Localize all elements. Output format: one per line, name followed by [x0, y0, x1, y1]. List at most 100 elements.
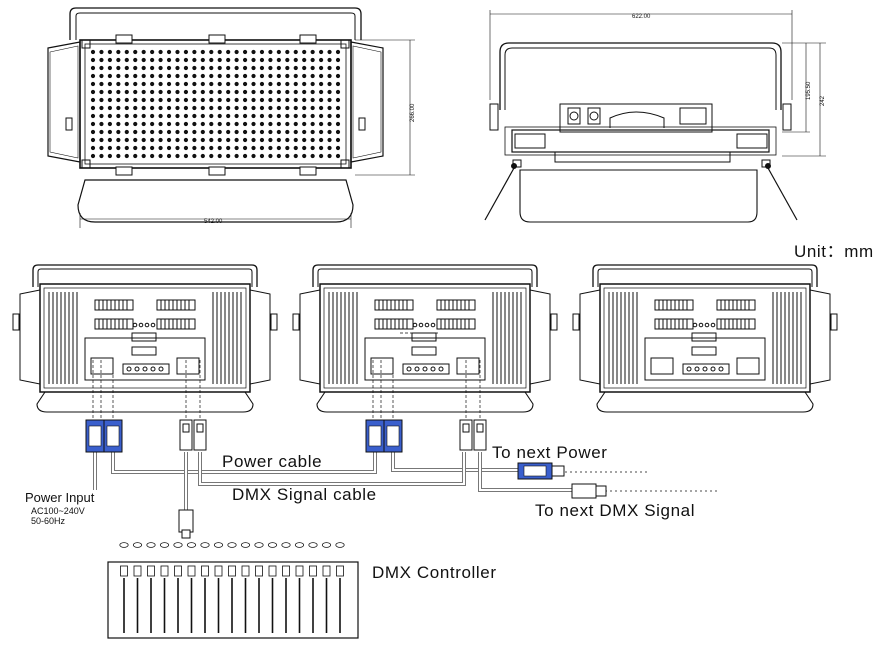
led-dot	[107, 129, 112, 135]
fader-cap	[214, 565, 223, 577]
led-dot	[293, 97, 298, 103]
led-dot	[150, 105, 155, 111]
led-dot	[183, 153, 189, 159]
led-dot	[175, 57, 180, 63]
led-dot	[251, 97, 256, 103]
led-dot	[200, 137, 205, 143]
led-dot	[90, 57, 96, 63]
led-dot	[234, 105, 239, 111]
led-dot	[251, 89, 256, 95]
controller-fader-bank	[120, 565, 344, 633]
led-dot	[259, 113, 265, 119]
led-dot	[319, 97, 324, 103]
led-dot	[209, 49, 214, 55]
voltage-label: AC100~240V	[31, 506, 85, 516]
led-dot	[302, 65, 307, 71]
led-dot	[285, 89, 290, 95]
led-dot	[234, 137, 239, 143]
led-dot	[107, 113, 112, 119]
led-dot	[310, 137, 315, 143]
led-dot	[319, 153, 324, 159]
led-dot	[242, 81, 248, 87]
led-dot	[217, 73, 222, 79]
led-dot	[302, 97, 307, 103]
led-dot	[276, 137, 281, 143]
led-dot	[234, 89, 239, 95]
led-dot	[133, 153, 138, 159]
led-dot	[158, 105, 163, 111]
led-dot	[99, 65, 104, 71]
led-dot	[259, 145, 265, 151]
led-dot	[251, 153, 256, 159]
controller-knob	[308, 542, 318, 548]
led-dot	[192, 65, 197, 71]
led-dot	[107, 73, 112, 79]
led-dot	[335, 145, 341, 151]
led-dot	[141, 97, 146, 103]
led-dot	[242, 57, 248, 63]
led-dot	[285, 81, 290, 87]
led-dot	[150, 49, 155, 55]
power-cable-label: Power cable	[222, 452, 322, 471]
fader-cap	[309, 565, 317, 577]
led-dot	[217, 57, 222, 63]
led-dot	[327, 97, 332, 103]
led-dot	[175, 129, 180, 135]
led-dot	[209, 145, 214, 151]
led-dot	[319, 89, 324, 95]
led-dot	[116, 89, 121, 95]
led-dot	[251, 137, 256, 143]
led-dot	[242, 121, 248, 127]
led-dot	[183, 137, 189, 143]
led-dot	[327, 153, 332, 159]
led-dot	[302, 89, 307, 95]
led-dot	[133, 129, 138, 135]
led-dot	[293, 137, 298, 143]
power-input-label: Power Input	[25, 490, 95, 505]
led-dot	[116, 65, 121, 71]
dmx-controller	[107, 542, 359, 639]
led-dot	[319, 145, 324, 151]
led-dot	[335, 105, 341, 111]
led-dot	[200, 113, 205, 119]
led-dot	[259, 121, 265, 127]
side-height-outer-dim: 242	[820, 95, 826, 106]
led-dot	[234, 81, 239, 87]
led-dot	[276, 65, 281, 71]
controller-knob	[173, 542, 183, 548]
led-dot	[116, 113, 121, 119]
side-view	[484, 10, 826, 223]
led-dot	[285, 153, 290, 159]
led-dot	[327, 145, 332, 151]
led-dot	[158, 81, 163, 87]
led-dot	[335, 81, 341, 87]
led-dot	[90, 137, 96, 143]
led-dot	[310, 49, 315, 55]
led-dot	[335, 57, 341, 63]
led-dot	[150, 65, 155, 71]
led-dot	[226, 137, 231, 143]
led-dot	[251, 49, 256, 55]
led-dot	[99, 105, 104, 111]
led-dot	[234, 97, 239, 103]
controller-knob	[159, 542, 170, 548]
led-dot	[133, 49, 138, 55]
led-dot	[200, 89, 205, 95]
led-dot	[107, 153, 112, 159]
frequency-label: 50-60Hz	[31, 516, 66, 526]
led-dot	[259, 105, 265, 111]
led-dot	[242, 49, 248, 55]
led-dot	[166, 153, 172, 159]
led-dot	[150, 73, 155, 79]
led-dot	[124, 137, 129, 143]
led-dot	[259, 89, 265, 95]
controller-knob	[227, 542, 237, 548]
led-dot	[276, 73, 281, 79]
led-dot	[99, 113, 104, 119]
led-dot	[268, 65, 273, 71]
led-dot	[319, 121, 324, 127]
fader-cap	[187, 565, 196, 577]
led-dot	[166, 97, 172, 103]
led-dot	[116, 105, 121, 111]
led-dot	[293, 73, 298, 79]
